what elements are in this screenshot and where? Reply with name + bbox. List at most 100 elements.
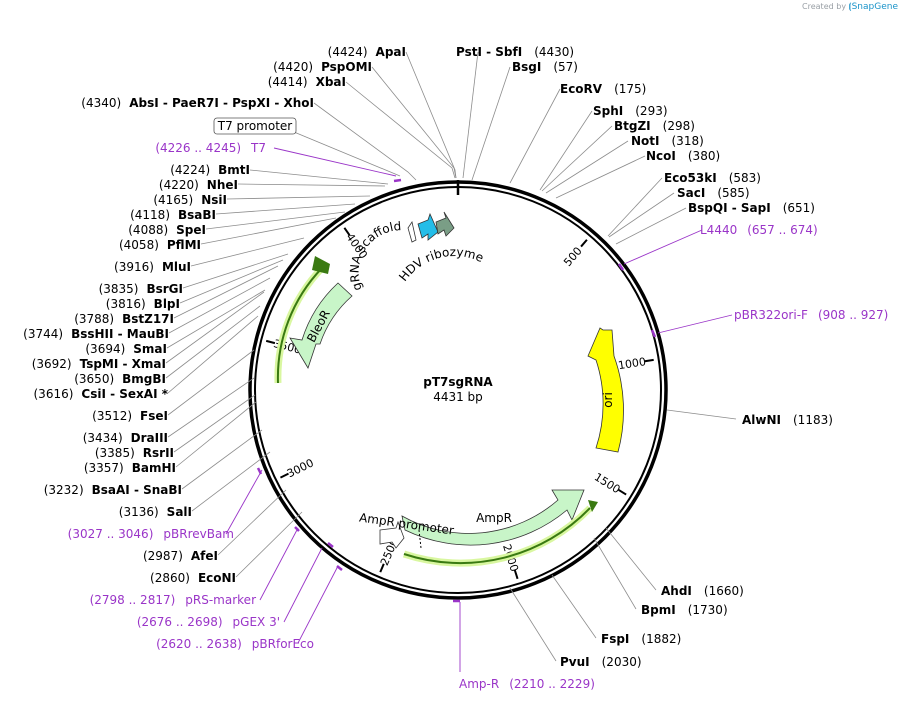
tick-mark-2000 (513, 569, 519, 580)
site-position: (2987) (143, 549, 183, 563)
site-name: BmgBI (122, 372, 166, 386)
t7-promoter-feature (407, 220, 417, 243)
primer-label-pgex-3: (2676 .. 2698)pGEX 3' (137, 615, 280, 629)
bleor-orf-arrowhead (312, 256, 330, 274)
primer-range: (3027 .. 3046) (68, 527, 154, 541)
site-label-bsrgi: (3835)BsrGI (99, 282, 183, 296)
site-label-eco53ki: Eco53kI(583) (664, 171, 761, 185)
site-label-tspmi: (3692)TspMI - XmaI (32, 357, 166, 371)
primer-leader-lines (225, 147, 733, 672)
primer-label-pbrforeco: (2620 .. 2638)pBRforEco (156, 637, 314, 651)
site-name: FseI (140, 409, 168, 423)
site-position: (3232) (44, 483, 84, 497)
site-position: (318) (672, 134, 704, 148)
site-name: SpeI (176, 223, 206, 237)
site-label-rsrii: (3385)RsrII (95, 446, 174, 460)
site-label-bsshii: (3744)BssHII - MauBI (23, 327, 169, 341)
site-name: DraIII (131, 431, 168, 445)
hdv-ribozyme-label: HDV ribozyme (396, 245, 486, 284)
site-label-bsaai: (3232)BsaAI - SnaBI (44, 483, 182, 497)
tick-mark-4000 (343, 227, 351, 236)
site-position: (298) (663, 119, 695, 133)
site-label-ncoi: NcoI(380) (646, 149, 720, 163)
site-label-fspi: FspI(1882) (601, 632, 681, 646)
site-position: (4118) (130, 208, 170, 222)
site-label-econi: (2860)EcoNI (150, 571, 236, 585)
primer-name: T7 (250, 141, 266, 155)
site-name: BsaBI (178, 208, 216, 222)
site-position: (4424) (328, 45, 368, 59)
site-position: (4224) (170, 163, 210, 177)
site-position: (4220) (159, 178, 199, 192)
t7-promoter-callout: T7 promoter (213, 117, 401, 177)
site-name: SmaI (133, 342, 167, 356)
grna-scaffold-label: gRNA scaffold (347, 219, 401, 292)
site-label-pspomi: (4420) PspOMI (273, 60, 372, 74)
site-position: (3434) (83, 431, 123, 445)
site-name: BspQI - SapI (688, 201, 771, 215)
site-label-saci: SacI (585) (677, 186, 750, 200)
site-position: (3788) (74, 312, 114, 326)
site-position: (585) (717, 186, 749, 200)
primer-mark-t7 (393, 178, 402, 183)
tick-label: 500 (561, 245, 585, 269)
site-name: BsrGI (146, 282, 183, 296)
primer-mark-pbrforeco (336, 565, 343, 571)
site-position: (4165) (153, 193, 193, 207)
ori-feature (587, 327, 624, 453)
site-name: NotI (631, 134, 660, 148)
site-name: BsgI (512, 60, 541, 74)
site-position: (3816) (106, 297, 146, 311)
primer-label-prs-marker: (2798 .. 2817)pRS-marker (90, 593, 256, 607)
site-label-bsabi: (4118) BsaBI (130, 208, 216, 222)
site-name: XbaI (316, 75, 346, 89)
tick-mark-3000 (279, 472, 289, 479)
site-label-mlui: (3916)MluI (114, 260, 191, 274)
site-name: SacI (677, 186, 705, 200)
site-name: EcoRV (560, 82, 603, 96)
site-name: BlpI (154, 297, 180, 311)
primer-range: (2798 .. 2817) (90, 593, 176, 607)
primer-name: pBRforEco (252, 637, 314, 651)
site-name: PflMI (167, 238, 201, 252)
site-label-csii: (3616)CsiI - SexAI * (34, 387, 169, 401)
site-name: RsrII (143, 446, 174, 460)
snapgene-credit: Created by ⦗SnapGene (802, 2, 898, 12)
tick-mark-500 (580, 239, 588, 248)
site-name: EcoNI (198, 571, 236, 585)
site-label-bsgi: BsgI (57) (512, 60, 578, 74)
site-labels-left: (4424)ApaI(4420)PspOMI(4414)XbaI(4340)Ab… (23, 45, 406, 585)
site-label-draiii: (3434) DraIII (83, 431, 168, 445)
primer-mark-pbrrevbam (256, 467, 263, 475)
site-label-sphi: SphI(293) (593, 104, 668, 118)
site-label-fsei: (3512)FseI (92, 409, 168, 423)
site-position: (4420) (273, 60, 313, 74)
primer-name: pGEX 3' (233, 615, 280, 629)
site-label-spei: (4088)SpeI (128, 223, 206, 237)
ampr-feature (401, 489, 585, 546)
site-label-psti: PstI - SbfI(4430) (456, 45, 574, 59)
site-name: PspOMI (321, 60, 372, 74)
site-name: NsiI (201, 193, 227, 207)
primer-name: Amp-R (459, 677, 499, 691)
site-position: (3136) (119, 505, 159, 519)
primer-range: (908 .. 927) (818, 308, 888, 322)
primer-mark-pbr322ori-f (650, 329, 657, 338)
site-label-blpi: (3816) BlpI (106, 297, 180, 311)
site-label-afei: (2987)AfeI (143, 549, 218, 563)
site-position: (3692) (32, 357, 72, 371)
site-name: AlwNI (742, 413, 781, 427)
site-position: (3357) (84, 461, 124, 475)
site-name: MluI (162, 260, 191, 274)
primer-mark-prs-marker (294, 526, 300, 532)
plasmid-name: pT7sgRNA (423, 375, 493, 389)
site-name: AhdI (661, 584, 692, 598)
ampr-label: AmpR (476, 511, 512, 525)
site-name: PvuI (560, 655, 590, 669)
site-label-sali: (3136)SalI (119, 505, 192, 519)
primer-mark-pgex-3 (327, 542, 334, 548)
site-position: (57) (553, 60, 578, 74)
site-label-btgzi: BtgZI(298) (614, 119, 695, 133)
primer-label-pbrrevbam: (3027 .. 3046)pBRrevBam (68, 527, 234, 541)
